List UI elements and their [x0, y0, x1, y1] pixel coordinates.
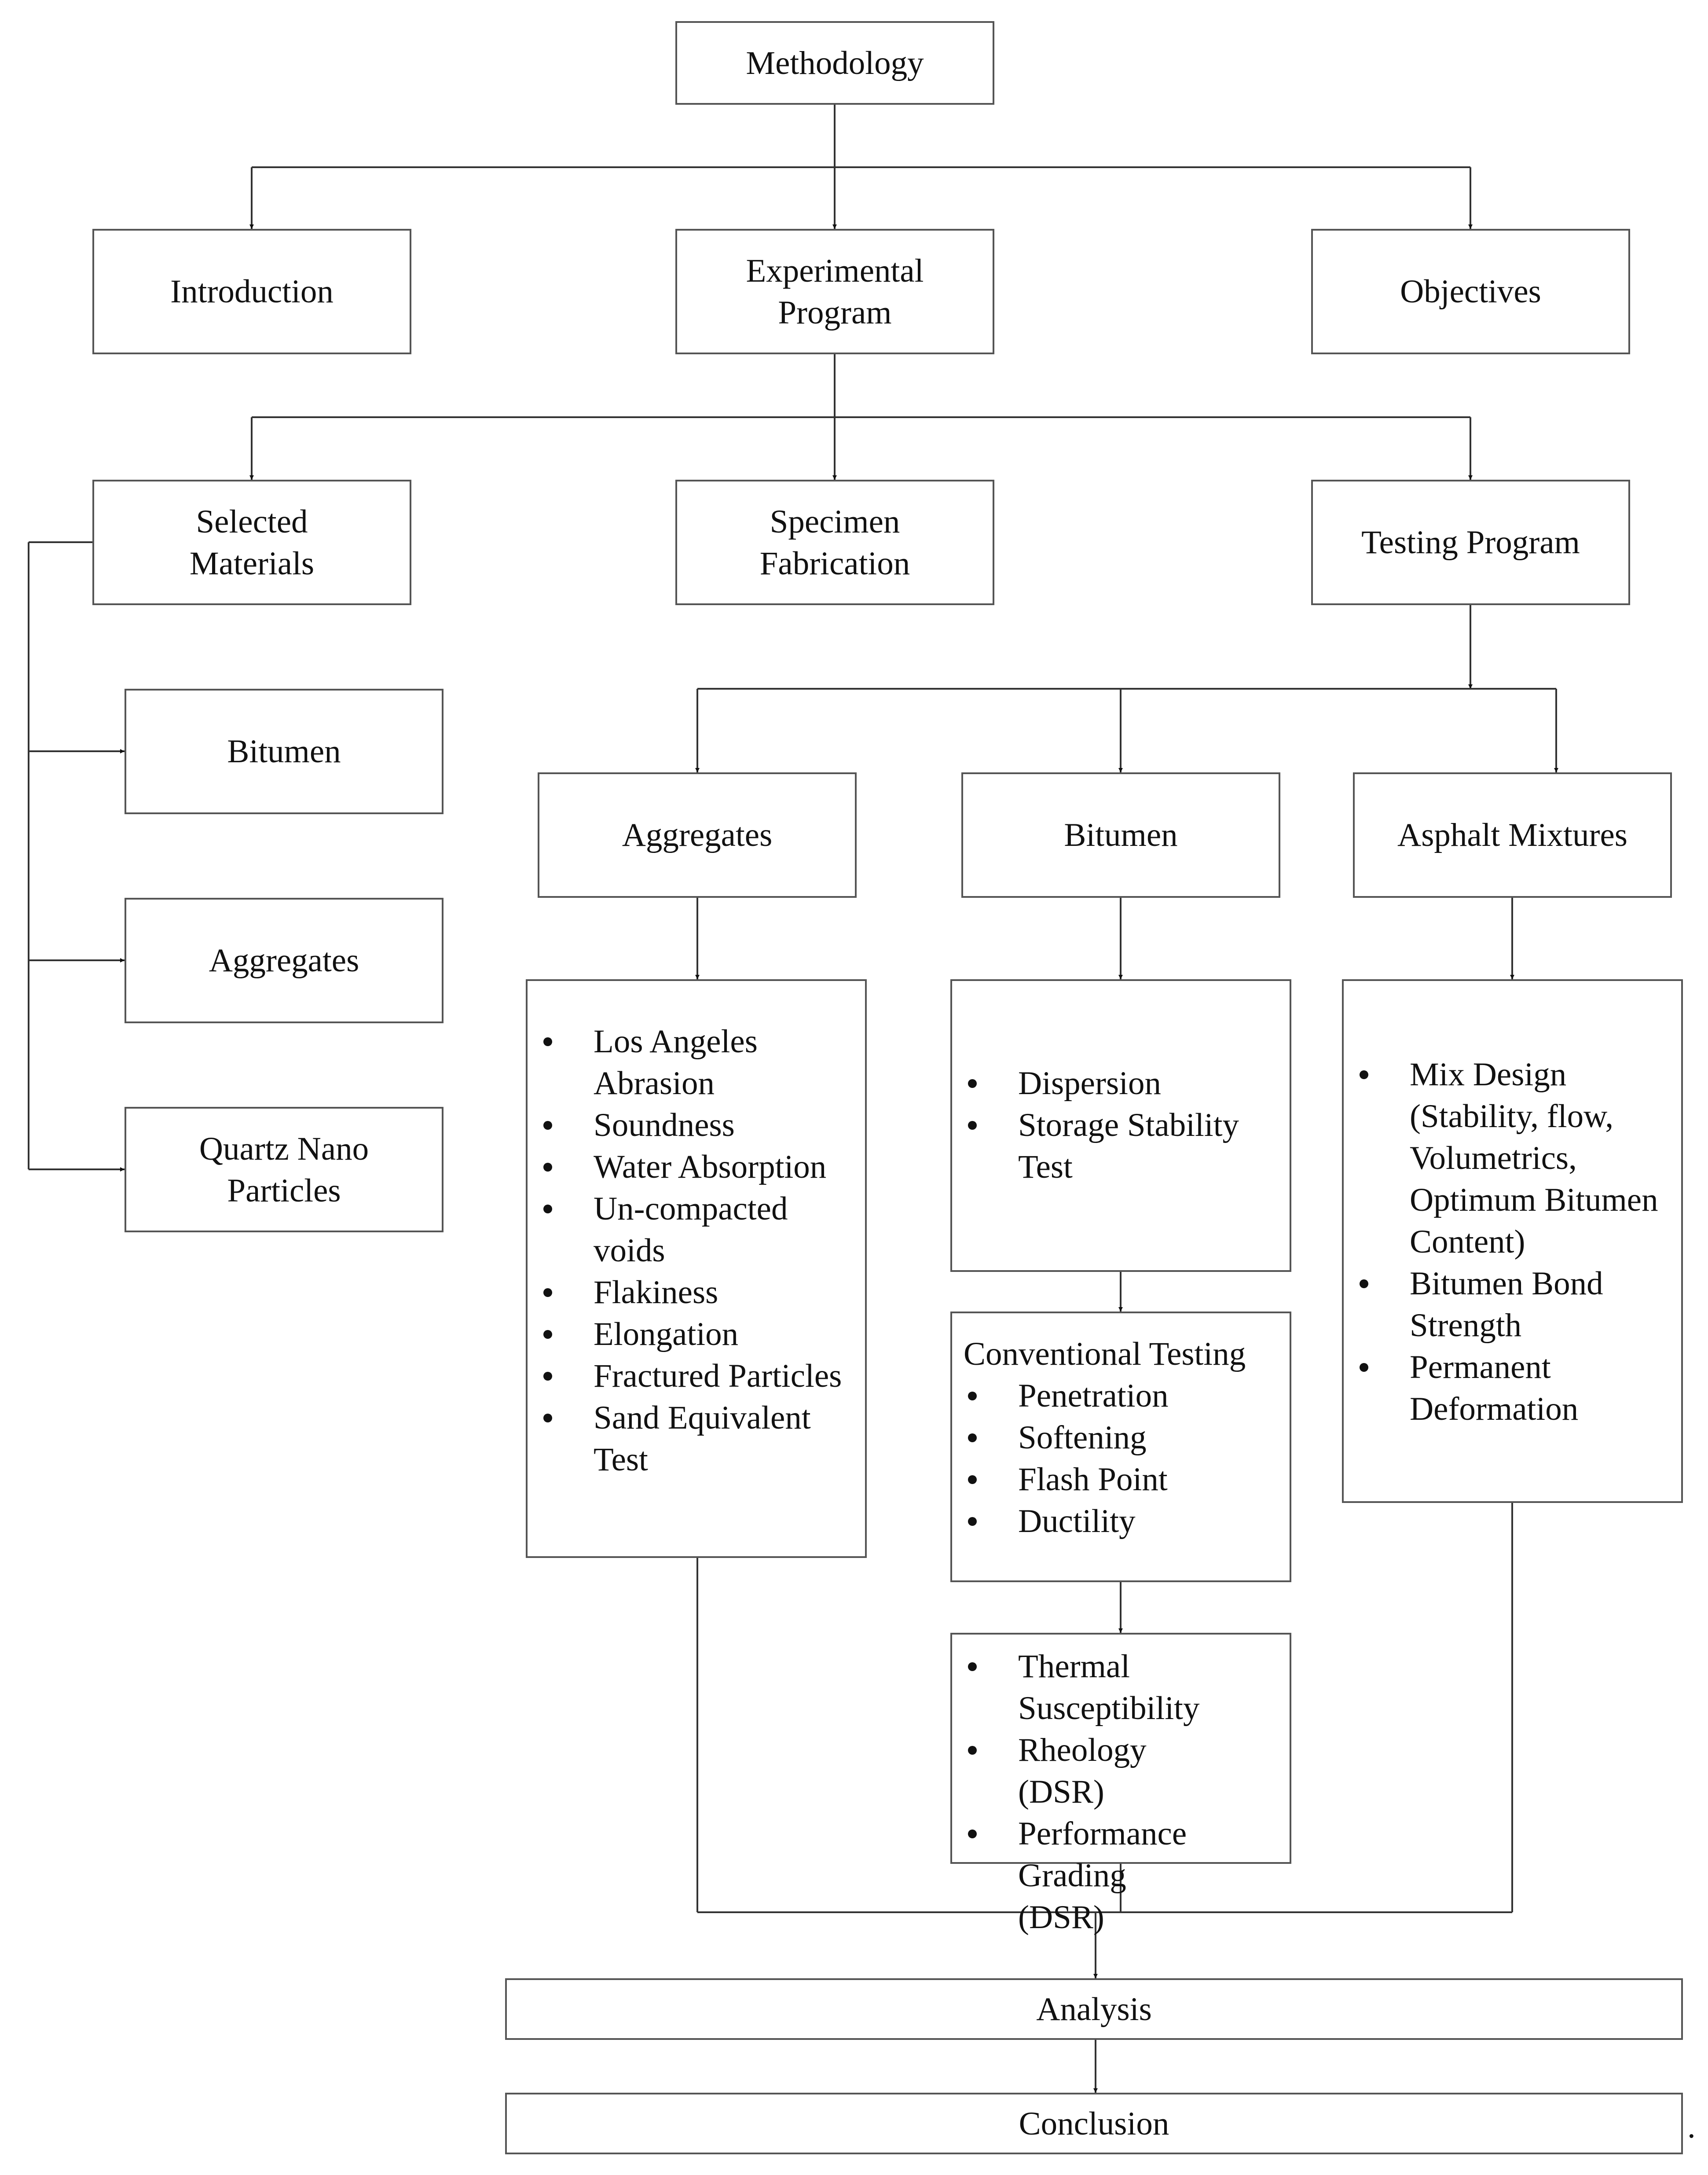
testing-program-box: Testing Program — [1311, 480, 1630, 605]
objectives-label: Objectives — [1400, 273, 1541, 310]
specimen-fabrication-box: Specimen Fabrication — [675, 480, 994, 605]
list-item: Ductility — [952, 1500, 1286, 1542]
list-item: Sand Equivalent Test — [528, 1397, 862, 1481]
materials-aggregates-label: Aggregates — [209, 942, 359, 979]
materials-quartz-label: Quartz Nano Particles — [199, 1130, 369, 1209]
advanced-bitumen-tests-box: Thermal Susceptibility Rheology (DSR) Pe… — [950, 1633, 1291, 1936]
introduction-box: Introduction — [92, 229, 411, 354]
selected-materials-label: Selected Materials — [189, 503, 315, 582]
test-aggregates-label: Aggregates — [622, 817, 773, 853]
aggregate-tests-list: Los Angeles Abrasion Soundness Water Abs… — [528, 1021, 862, 1481]
specimen-fabrication-label: Specimen Fabrication — [759, 503, 910, 582]
introduction-label: Introduction — [170, 273, 334, 310]
materials-quartz-box: Quartz Nano Particles — [125, 1107, 443, 1232]
bitumen-tests-box: Dispersion Storage Stability Test — [950, 979, 1291, 1272]
list-item: Rheology (DSR) — [952, 1729, 1216, 1813]
list-item: Storage Stability Test — [952, 1104, 1260, 1188]
list-item: Water Absorption — [528, 1146, 862, 1188]
objectives-box: Objectives — [1311, 229, 1630, 354]
advanced-bitumen-tests-list: Thermal Susceptibility Rheology (DSR) Pe… — [952, 1646, 1216, 1938]
materials-aggregates-box: Aggregates — [125, 898, 443, 1023]
asphalt-mixture-tests-list: Mix Design (Stability, flow, Volumetrics… — [1344, 1054, 1669, 1430]
test-aggregates-box: Aggregates — [538, 772, 857, 898]
testing-program-label: Testing Program — [1361, 524, 1580, 561]
list-item: Dispersion — [952, 1062, 1260, 1104]
list-item: Performance Grading (DSR) — [952, 1813, 1216, 1938]
conclusion-label: Conclusion — [1019, 2105, 1169, 2142]
list-item: Un-compacted voids — [528, 1188, 862, 1271]
list-item: Penetration — [952, 1375, 1286, 1417]
analysis-label: Analysis — [1036, 1991, 1152, 2028]
bitumen-tests-list: Dispersion Storage Stability Test — [952, 1062, 1260, 1188]
list-item: Los Angeles Abrasion — [528, 1021, 862, 1104]
list-item: Fractured Particles — [528, 1355, 862, 1397]
selected-materials-box: Selected Materials — [92, 480, 411, 605]
conclusion-box: Conclusion — [505, 2093, 1683, 2154]
list-item: Flash Point — [952, 1459, 1286, 1500]
list-item: Soundness — [528, 1104, 862, 1146]
aggregate-tests-box: Los Angeles Abrasion Soundness Water Abs… — [526, 979, 867, 1558]
list-item: Softening — [952, 1417, 1286, 1459]
asphalt-mixture-tests-box: Mix Design (Stability, flow, Volumetrics… — [1342, 979, 1683, 1503]
test-bitumen-box: Bitumen — [961, 772, 1280, 898]
test-asphalt-mixtures-label: Asphalt Mixtures — [1397, 817, 1627, 853]
materials-bitumen-box: Bitumen — [125, 689, 443, 814]
analysis-box: Analysis — [505, 1978, 1683, 2040]
experimental-program-label: Experimental Program — [746, 252, 924, 331]
conventional-testing-heading: Conventional Testing — [964, 1336, 1246, 1372]
list-item: Elongation — [528, 1313, 862, 1355]
test-asphalt-mixtures-box: Asphalt Mixtures — [1353, 772, 1672, 898]
conventional-testing-box: Conventional Testing Penetration Softeni… — [950, 1312, 1291, 1582]
methodology-box: Methodology — [675, 21, 994, 105]
test-bitumen-label: Bitumen — [1064, 817, 1178, 853]
materials-bitumen-label: Bitumen — [227, 733, 341, 770]
experimental-program-box: Experimental Program — [675, 229, 994, 354]
list-item: Thermal Susceptibility — [952, 1646, 1216, 1729]
list-item: Bitumen Bond Strength — [1344, 1263, 1669, 1346]
methodology-label: Methodology — [746, 44, 924, 81]
list-item: Flakiness — [528, 1271, 862, 1313]
list-item: Permanent Deformation — [1344, 1346, 1669, 1430]
trailing-mark: . — [1687, 2109, 1696, 2145]
conventional-tests-list: Penetration Softening Flash Point Ductil… — [952, 1375, 1286, 1542]
list-item: Mix Design (Stability, flow, Volumetrics… — [1344, 1054, 1669, 1263]
